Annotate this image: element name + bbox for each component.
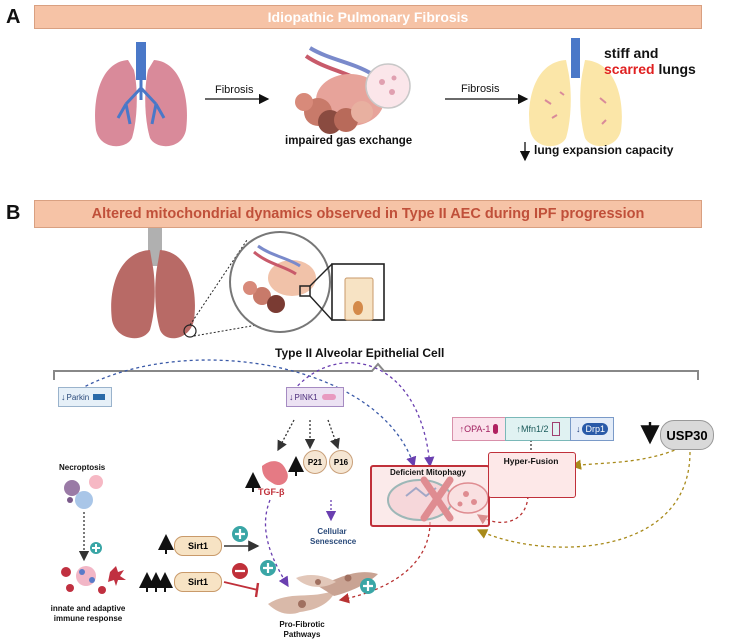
pink1-to-tgfb-arrow (277, 419, 295, 452)
immune-line-2: immune response (53, 614, 123, 623)
usp30-to-hyperfusion-arrow (570, 447, 681, 470)
parkin-label: Parkin (66, 392, 90, 402)
alveoli-zoom-circle (229, 231, 331, 333)
stiff-line: stiff and (604, 45, 659, 61)
panel-a-title: Idiopathic Pulmonary Fibrosis (34, 5, 702, 29)
mfn-label: Mfn1/2 (520, 424, 549, 434)
type2-cell-zoom-box (331, 263, 385, 321)
down-arrow-parkin: ↓ (61, 392, 66, 402)
sirt1-pill-activate: Sirt1 (174, 536, 222, 556)
parkin-box: ↓ Parkin (58, 387, 112, 407)
senescence-label: Cellular Senescence (310, 527, 357, 547)
panel-b-title: Altered mitochondrial dynamics observed … (34, 200, 702, 228)
fibroblast-illustration (268, 572, 378, 614)
lungs-word: lungs (654, 61, 696, 77)
plus-icon-sirt1 (232, 526, 248, 542)
necroptosis-label: Necroptosis (59, 463, 106, 472)
tgfb-icon (262, 461, 288, 486)
scarred-word: scarred (604, 61, 655, 77)
opa1-label: OPA-1 (464, 424, 491, 434)
plus-icon-immune (90, 542, 102, 554)
sirt1-pill-inhibit: Sirt1 (174, 572, 222, 592)
panel-a-letter: A (6, 6, 21, 28)
minus-icon-sirt1 (232, 563, 248, 579)
profibrotic-line-1: Pro-Fibrotic (279, 620, 325, 629)
pink1-to-mitophagy-arrow (289, 362, 435, 468)
mitophagy-to-profibrotic-arrow (338, 521, 431, 604)
healthy-lungs-illustration (95, 42, 187, 147)
parkin-icon (93, 394, 106, 400)
zoom-box (299, 285, 311, 297)
type2-cell-label: Type II Alveolar Epithelial Cell (275, 346, 445, 360)
usp30-pill: USP30 (660, 420, 714, 450)
up-arrow-opa1: ↑ (459, 424, 465, 434)
sirt1-inhibit-line (223, 581, 259, 591)
mfn-box: ↑Mfn1/2 (505, 417, 571, 441)
zoom-line-box-top (309, 263, 333, 287)
plus-icon-tgfb (260, 560, 276, 576)
deficient-mitophagy-box (370, 465, 490, 527)
hyperfusion-to-mitophagy-arrow (476, 495, 529, 525)
bracket (53, 362, 699, 380)
parkin-to-mitophagy-arrow (74, 359, 417, 468)
impaired-gas-exchange-label: impaired gas exchange (285, 135, 413, 147)
senescence-line-2: Senescence (310, 537, 357, 546)
up-arrow-mfn: ↑ (516, 424, 521, 434)
p16-badge: P16 (329, 450, 353, 474)
stiff-scarred-label: stiff and scarred lungs (604, 45, 714, 77)
zoom-line-bottom (193, 324, 258, 337)
opa1-box: ↑OPA-1 (452, 417, 506, 441)
usp30-to-mitophagy-arrow (476, 451, 691, 548)
hyperfusion-box (488, 452, 576, 498)
profibrotic-line-2: Pathways (283, 630, 321, 639)
p21-badge: P21 (303, 450, 327, 474)
pink1-box: ↓ PINK1 (286, 387, 344, 407)
alveoli-illustration (295, 46, 411, 134)
lung-expansion-label: lung expansion capacity (534, 143, 674, 157)
lung-cross-section-illustration (111, 218, 197, 339)
fibrosis-label-1: Fibrosis (215, 84, 254, 96)
drp1-box: ↓Drp1 (570, 417, 614, 441)
tgfb-label: TGF-β (258, 487, 285, 497)
sirt1-inhibit-bar (254, 582, 260, 598)
zoom-line-box-bottom (309, 295, 333, 321)
deficient-mitophagy-label: Deficient Mitophagy (389, 468, 466, 477)
mfn-icon (551, 422, 560, 436)
senescence-line-1: Cellular (317, 527, 347, 536)
scarred-lungs-illustration (529, 38, 622, 147)
fibrosis-label-2: Fibrosis (461, 83, 500, 95)
down-arrow-pink1: ↓ (289, 392, 294, 402)
scarred-line: scarred lungs (604, 61, 714, 77)
immune-cells-illustration (61, 566, 126, 594)
triple-up-arrow-sirt1 (139, 572, 173, 592)
necroptosis-illustration (64, 475, 103, 509)
pink1-label: PINK1 (294, 392, 318, 402)
opa1-icon (493, 424, 499, 434)
hyperfusion-label: Hyper-Fusion (503, 456, 559, 466)
pink1-to-p16-arrow (327, 419, 340, 450)
immune-line-1: innate and adaptive (50, 604, 126, 613)
drp1-label: Drp1 (582, 423, 608, 435)
pink1-icon (321, 394, 336, 400)
immune-response-label: innate and adaptive immune response (48, 604, 128, 624)
plus-icon-mitophagy (360, 578, 376, 594)
down-arrow-drp1: ↓ (575, 424, 581, 434)
profibrotic-label: Pro-Fibrotic Pathways (276, 620, 328, 640)
panel-b-letter: B (6, 202, 21, 224)
